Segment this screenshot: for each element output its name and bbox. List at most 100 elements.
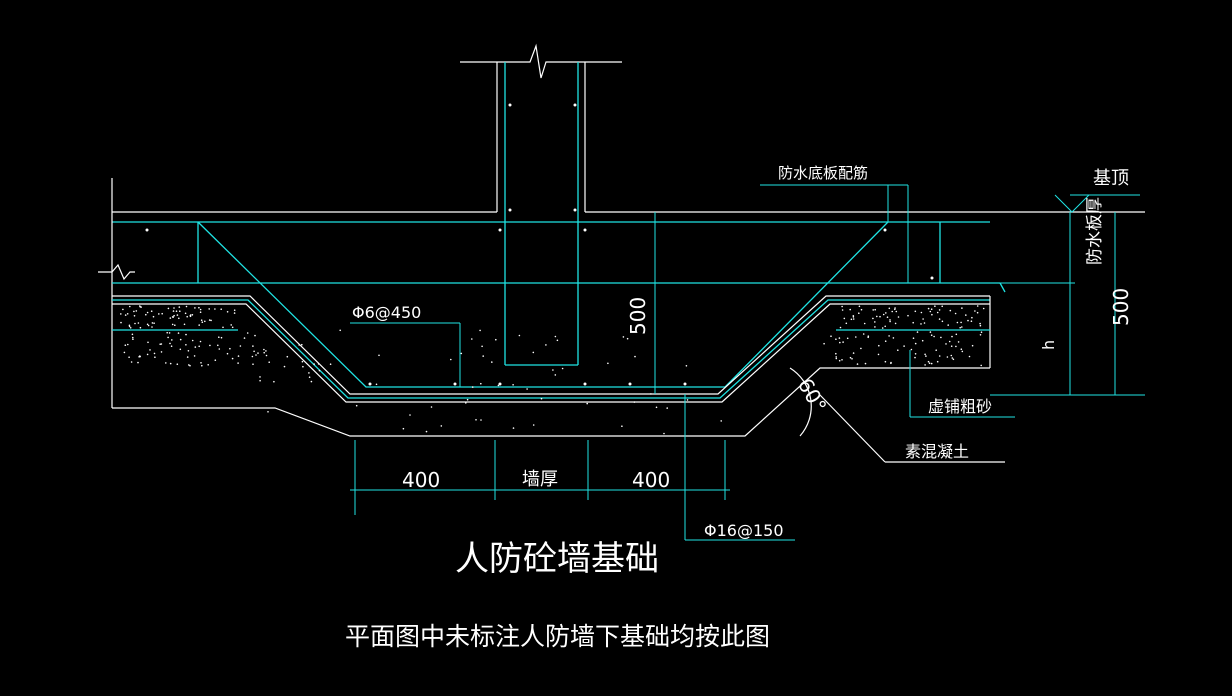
label-dim-500-right: 500 xyxy=(1109,288,1133,326)
hatch-dot xyxy=(145,313,147,316)
hatch-dot xyxy=(976,305,979,307)
hatch-dot xyxy=(402,427,405,430)
hatch-dot xyxy=(914,353,917,355)
hatch-dot xyxy=(133,310,135,313)
hatch-dot xyxy=(923,322,926,324)
hatch-dot xyxy=(921,339,924,342)
label-foundation-top: 基顶 xyxy=(1093,168,1129,189)
hatch-dot xyxy=(877,353,880,356)
hatch-dot xyxy=(154,356,156,359)
hatch-dot xyxy=(974,310,976,312)
hatch-dot xyxy=(310,380,313,383)
hatch-dot xyxy=(929,331,932,333)
hatch-dot xyxy=(126,313,129,315)
hatch-dot xyxy=(313,363,315,365)
hatch-dot xyxy=(878,344,880,347)
hatch-dot xyxy=(193,355,196,357)
hatch-dot xyxy=(257,352,259,354)
hatch-dot xyxy=(265,350,267,352)
hatch-dot xyxy=(884,360,887,363)
hatch-dot xyxy=(512,427,515,429)
hatch-dot xyxy=(286,355,289,358)
hatch-dot xyxy=(176,363,179,366)
label-angle: 60° xyxy=(793,374,832,417)
hatch-dot xyxy=(518,334,521,337)
hatch-dot xyxy=(200,362,202,364)
label-coarse-sand: 虚铺粗砂 xyxy=(928,397,992,416)
hatch-dot xyxy=(237,362,239,364)
hatch-dot xyxy=(222,326,224,329)
hatch-dot xyxy=(655,406,658,409)
hatch-dot xyxy=(967,319,969,322)
hatch-dot xyxy=(283,365,286,368)
hatch-dot xyxy=(947,324,949,326)
hatch-dot xyxy=(955,333,958,336)
hatch-dot xyxy=(954,312,957,315)
hatch-dot xyxy=(976,311,979,314)
hatch-dot xyxy=(146,311,149,314)
hatch-dot xyxy=(465,402,467,404)
hatch-dot xyxy=(945,343,947,345)
hatch-dot xyxy=(888,335,890,337)
hatch-dot xyxy=(979,324,982,327)
hatch-dot xyxy=(152,315,155,318)
drawing-title: 人防砼墙基础 xyxy=(455,539,659,579)
hatch-dot xyxy=(160,343,163,345)
hatch-dot xyxy=(540,397,543,400)
hatch-dot xyxy=(146,323,149,326)
hatch-dot xyxy=(850,318,853,321)
hatch-dot xyxy=(200,319,203,322)
hatch-dot xyxy=(526,388,528,390)
hatch-dot xyxy=(124,344,127,347)
hatch-dot xyxy=(169,362,172,365)
hatch-dot xyxy=(886,316,889,319)
hatch-dot xyxy=(132,336,134,339)
hatch-dot xyxy=(970,320,973,323)
hatch-dot xyxy=(252,363,254,366)
hatch-dot xyxy=(273,380,275,383)
hatch-dot xyxy=(201,364,203,367)
hatch-dot xyxy=(129,327,132,329)
hatch-dot xyxy=(175,310,178,313)
hatch-dot xyxy=(495,338,497,341)
foundation-outline xyxy=(112,221,991,437)
hatch-dot xyxy=(895,310,898,313)
hatch-dot xyxy=(938,318,941,320)
hatch-dot xyxy=(130,361,133,363)
hatch-dot xyxy=(199,308,202,311)
hatch-dot xyxy=(881,327,884,329)
hatch-dot xyxy=(134,322,136,325)
hatch-dot xyxy=(532,424,535,426)
hatch-dot xyxy=(268,361,271,364)
hatch-dot xyxy=(129,305,131,308)
hatch-dot xyxy=(128,356,130,359)
hatch-dot xyxy=(159,343,161,346)
hatch-dot xyxy=(132,338,134,341)
hatch-dot xyxy=(120,313,122,315)
hatch-dot xyxy=(471,386,474,388)
hatch-dot xyxy=(226,352,229,355)
hatch-dot xyxy=(177,332,180,334)
hatch-dot xyxy=(842,341,844,343)
hatch-dot xyxy=(265,354,268,357)
hatch-dot xyxy=(872,309,874,311)
hatch-dot xyxy=(230,324,232,326)
hatch-dot xyxy=(856,363,859,365)
hatch-dot xyxy=(889,319,891,321)
hatch-dot xyxy=(849,356,852,359)
hatch-dot xyxy=(929,310,932,313)
hatch-dot xyxy=(218,336,220,339)
hatch-dot xyxy=(253,350,255,353)
hatch-dot xyxy=(912,337,915,340)
hatch-dot xyxy=(124,314,127,316)
hatch-dot xyxy=(858,305,861,308)
hatch-dot xyxy=(185,344,187,346)
hatch-dot xyxy=(512,384,514,386)
hatch-dot xyxy=(961,350,964,353)
hatch-dot xyxy=(302,365,304,368)
hatch-dot xyxy=(440,425,443,427)
hatch-dot xyxy=(863,322,866,325)
hatch-dot xyxy=(131,333,134,336)
hatch-dot xyxy=(189,315,192,318)
hatch-dot xyxy=(841,309,844,311)
